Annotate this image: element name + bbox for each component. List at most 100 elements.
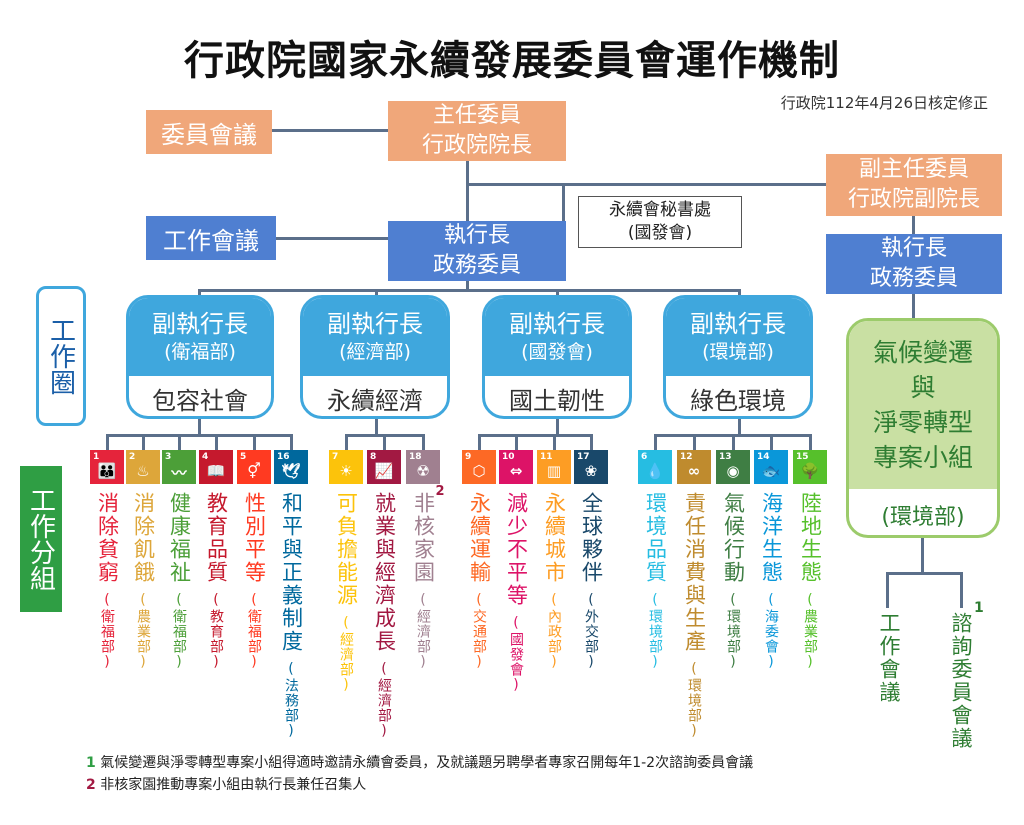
- sdg-glyph: ❀: [584, 462, 598, 480]
- vice-chair-box: 副主任委員 行政院副院長: [826, 154, 1002, 216]
- sdg-glyph: 🐟: [761, 462, 781, 480]
- group-name: 環境品質: [643, 492, 668, 584]
- sdg-glyph: ⚥: [247, 462, 261, 480]
- bar-climate-sub: [886, 572, 962, 575]
- circle-agency: (環境部): [702, 341, 774, 364]
- circle-agency: (衛福部): [164, 341, 236, 364]
- secretariat-title: 永續會秘書處: [609, 200, 711, 221]
- group-agency: (環境部): [725, 592, 741, 671]
- ceo-left-box: 執行長 政務委員: [388, 221, 566, 281]
- group-agency: (外交部): [583, 592, 599, 671]
- group-name: 非核家園: [411, 492, 436, 584]
- sdg-number: 10: [502, 452, 515, 462]
- sdg-glyph: ☢: [416, 462, 430, 480]
- connector-group-drop: [422, 434, 425, 450]
- group-name: 教育品質: [204, 492, 229, 584]
- chair-title: 主任委員: [432, 103, 521, 129]
- sdg-glyph: ♨: [136, 462, 150, 480]
- group-name-wrap: 環境品質: [643, 492, 668, 588]
- heartbeat-icon: 3〰: [162, 450, 196, 484]
- connector-group-drop: [515, 434, 518, 450]
- fish-icon: 14🐟: [754, 450, 788, 484]
- climate-advisory-wrap: 諮詢委員會議 1: [946, 600, 984, 772]
- group-agency: (衛福部): [246, 592, 262, 671]
- sdg-number: 3: [165, 452, 172, 462]
- connector-group-drop: [553, 434, 556, 450]
- circle-name: 國土韌性: [509, 386, 605, 415]
- circle-green-environment: 副執行長(環境部) 綠色環境: [663, 295, 813, 419]
- group-name-wrap: 氣候行動: [721, 492, 746, 588]
- connector-circle-1: [198, 289, 201, 295]
- sdg-glyph: 📈: [374, 462, 394, 480]
- group-name: 陸地生態: [798, 492, 823, 584]
- ceo-right-person: 政務委員: [869, 266, 958, 291]
- group-name: 永續城市: [542, 492, 567, 584]
- chair-box: 主任委員 行政院院長: [388, 101, 566, 161]
- group-name: 全球夥伴: [579, 492, 604, 584]
- group-name: 消除飢餓: [131, 492, 156, 584]
- circle-land-resilience: 副執行長(國發會) 國土韌性: [482, 295, 632, 419]
- secretariat-agency: (國發會): [627, 223, 693, 243]
- sdg-number: 4: [202, 452, 209, 462]
- work-group-17: 15🌳陸地生態(農業部): [793, 450, 827, 671]
- connector-group-drop: [178, 434, 181, 450]
- group-name-wrap: 永續運輸: [467, 492, 492, 588]
- group-name: 消除貧窮: [95, 492, 120, 584]
- footnote-mark-2: 2: [435, 484, 445, 499]
- connector-group-drop: [142, 434, 145, 450]
- eye-globe-icon: 13◉: [716, 450, 750, 484]
- circle-name: 綠色環境: [690, 386, 786, 415]
- group-name-wrap: 責任消費與生產: [682, 492, 707, 657]
- group-name-wrap: 性別平等: [242, 492, 267, 588]
- connector-ceo-circles: [466, 281, 469, 291]
- vice-chair-title: 副主任委員: [858, 157, 969, 183]
- group-name: 就業與經濟成長: [372, 492, 397, 653]
- work-group-3: 4📖教育品質(教育部): [199, 450, 233, 671]
- sdg-glyph: 📖: [206, 462, 226, 480]
- circle-name: 永續經濟: [327, 386, 423, 415]
- group-agency: (海委會): [763, 592, 779, 671]
- group-name: 和平與正義制度: [279, 492, 304, 653]
- sdg-number: 16: [277, 452, 290, 462]
- sdg-number: 18: [409, 452, 422, 462]
- connector-climate-sub: [921, 538, 924, 574]
- circle-name: 包容社會: [152, 386, 248, 415]
- connector-circle1-groups: [198, 418, 201, 434]
- sdg-number: 6: [641, 452, 648, 462]
- work-group-2: 3〰健康福祉(衛福部): [162, 450, 196, 671]
- connector-group-drop: [253, 434, 256, 450]
- connector-climate-working: [886, 572, 889, 608]
- group-agency: (經濟部): [415, 592, 431, 671]
- group-name-wrap: 健康福祉: [167, 492, 192, 588]
- connector-circle4-groups: [738, 418, 741, 434]
- connector-group-drop: [809, 434, 812, 450]
- group-name: 責任消費與生產: [682, 492, 707, 653]
- connector-circle-2: [375, 289, 378, 295]
- work-group-1: 2♨消除飢餓(農業部): [126, 450, 160, 671]
- circle-sustainable-economy: 副執行長(經濟部) 永續經濟: [300, 295, 450, 419]
- group-name: 氣候行動: [721, 492, 746, 584]
- connector-secretariat: [562, 183, 565, 223]
- sdg-number: 14: [757, 452, 770, 462]
- chair-person: 行政院院長: [421, 133, 532, 158]
- climate-advisory-meeting: 諮詢委員會議: [949, 612, 973, 750]
- gender-icon: 5⚥: [237, 450, 271, 484]
- group-name: 海洋生態: [759, 492, 784, 584]
- footnote-2: 2 非核家園推動專案小組由執行長兼任召集人: [86, 774, 986, 794]
- connector-circle3-groups: [556, 418, 559, 434]
- bowl-icon: 2♨: [126, 450, 160, 484]
- approval-note: 行政院112年4月26日核定修正: [780, 94, 988, 112]
- group-name-wrap: 教育品質: [204, 492, 229, 588]
- growth-chart-icon: 8📈: [367, 450, 401, 484]
- equality-icon: 10⇔: [499, 450, 533, 484]
- connector-ceo-climate: [912, 294, 915, 318]
- footnote-2-text: 非核家園推動專案小組由執行長兼任召集人: [100, 777, 367, 793]
- cubes-icon: 9⬡: [462, 450, 496, 484]
- group-name-wrap: 陸地生態: [798, 492, 823, 588]
- ceo-right-title: 執行長: [880, 236, 947, 262]
- footnote-1-text: 氣候變遷與淨零轉型專案小組得適時邀請永續會委員，及就議題另聘學者專家召開每年1-…: [100, 755, 754, 771]
- ceo-left-title: 執行長: [443, 223, 510, 249]
- work-group-10: 10⇔減少不平等(國發會): [499, 450, 533, 694]
